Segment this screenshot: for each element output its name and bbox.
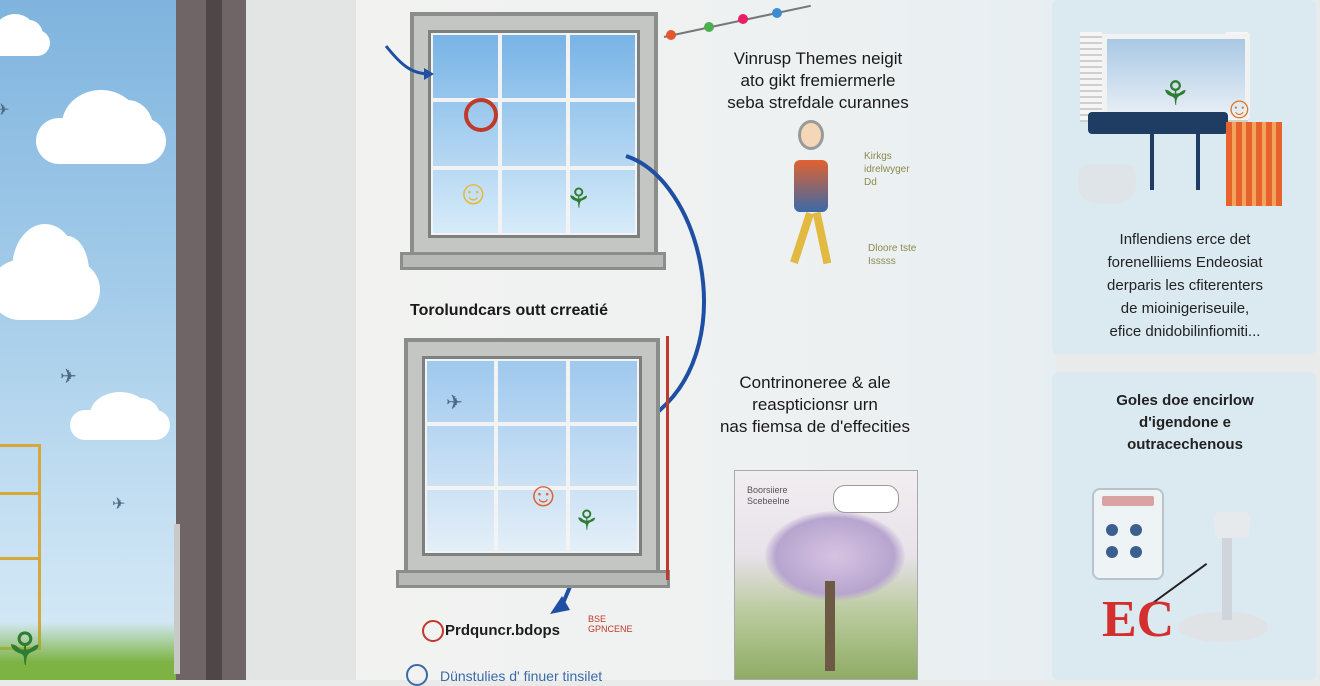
side-note-1: Kirkgs idrelwyger Dd bbox=[864, 150, 910, 189]
side-note-line: Isssss bbox=[868, 256, 896, 267]
plant-icon: ⚘ bbox=[1160, 75, 1191, 113]
device-button-icon bbox=[1106, 524, 1118, 536]
arrow-small-head bbox=[424, 68, 434, 80]
wall bbox=[246, 0, 356, 680]
speech-bubble-icon bbox=[833, 485, 899, 513]
daybed bbox=[1088, 112, 1228, 134]
bird-icon: ✈ bbox=[446, 392, 463, 414]
bird-icon: ✈ bbox=[112, 496, 126, 513]
woman-illustration bbox=[780, 120, 840, 270]
device-button-icon bbox=[1130, 546, 1142, 558]
device-display bbox=[1102, 496, 1154, 506]
cloud bbox=[0, 224, 100, 320]
ec-mark: EC bbox=[1102, 591, 1175, 648]
shutter-left bbox=[1080, 32, 1102, 122]
footer-badge-line: GPNCENE bbox=[588, 624, 633, 634]
plant-icon: ⚘ bbox=[574, 505, 600, 536]
bird-icon: ✈ bbox=[0, 102, 10, 119]
right-top-line: efice dnidobilinfiomiti... bbox=[1109, 323, 1261, 340]
control-device-icon bbox=[1092, 488, 1164, 580]
book-title-line: Boorsiiere bbox=[747, 485, 788, 495]
right-top-text: Inflendiens erce det forenelliiems Endeo… bbox=[1060, 228, 1310, 343]
cloud bbox=[36, 90, 166, 164]
garland-flag-icon bbox=[666, 30, 676, 40]
lamp-icon bbox=[1214, 512, 1250, 538]
footer-badge-line: BSE bbox=[588, 614, 607, 624]
target-icon bbox=[464, 98, 498, 132]
window-glass bbox=[428, 30, 640, 238]
arrow-head-icon bbox=[550, 596, 570, 614]
right-top-line: Inflendiens erce det bbox=[1119, 231, 1251, 248]
table-leg bbox=[1150, 134, 1154, 190]
lamp-neck bbox=[1222, 520, 1232, 620]
cloud bbox=[70, 392, 170, 440]
window-sill bbox=[400, 252, 666, 270]
footer-badge: BSE GPNCENE bbox=[588, 614, 633, 634]
heading-1-line: Vinrusp Themes neigit bbox=[733, 49, 903, 68]
heading-1: Vinrusp Themes neigit ato gikt fremierme… bbox=[690, 48, 946, 114]
arrow-small-path bbox=[384, 45, 431, 76]
heading-3: Contrinoneree & ale reaspticionsr urn na… bbox=[680, 372, 950, 438]
right-bottom-line: outracechenous bbox=[1127, 436, 1243, 453]
right-bottom-line: Goles doe encirlow bbox=[1116, 392, 1254, 409]
heading-1-line: ato gikt fremiermerle bbox=[740, 71, 896, 90]
scaffold-icon bbox=[0, 444, 41, 650]
right-top-line: de mioinigeriseuile, bbox=[1120, 300, 1250, 317]
cloud bbox=[0, 14, 50, 56]
side-note-line: Dloore tste bbox=[868, 243, 917, 254]
window-frame-shadow bbox=[206, 0, 222, 680]
footer-info-icon bbox=[406, 664, 428, 686]
woman-leg bbox=[812, 211, 832, 265]
red-measure-line bbox=[666, 336, 669, 580]
pole-icon bbox=[174, 524, 180, 674]
heading-3-line: Contrinoneree & ale bbox=[739, 373, 891, 392]
side-note-line: Dd bbox=[864, 177, 877, 188]
book-title: Boorsiiere Scebeelne bbox=[747, 485, 790, 507]
window-top bbox=[410, 12, 658, 256]
book-title-line: Scebeelne bbox=[747, 496, 790, 506]
footer-label: Prdquncr.bdops bbox=[445, 622, 561, 639]
woman-head-icon bbox=[798, 120, 824, 150]
window-bottom bbox=[404, 338, 660, 574]
side-note-2: Dloore tste Isssss bbox=[868, 242, 916, 268]
child-figure-icon: ☺ bbox=[526, 476, 561, 514]
book-illustration: Boorsiiere Scebeelne bbox=[734, 470, 918, 680]
device-button-icon bbox=[1106, 546, 1118, 558]
woman-leg bbox=[790, 212, 814, 264]
right-top-line: forenelliiems Endeosiat bbox=[1107, 254, 1263, 271]
heading-3-line: reaspticionsr urn bbox=[752, 395, 878, 414]
palm-icon: ⚘ bbox=[4, 623, 46, 675]
bird-icon: ✈ bbox=[60, 366, 77, 388]
footer-bottom-text: Dünstulies d' finuer tinsilet bbox=[440, 668, 603, 684]
arrow-small-icon bbox=[384, 45, 434, 80]
right-top-line: derparis les cfiterenters bbox=[1107, 277, 1263, 294]
window-glass bbox=[422, 356, 642, 556]
garland-flag-icon bbox=[772, 8, 782, 18]
right-bottom-line: d'igendone e bbox=[1139, 414, 1231, 431]
window-sill bbox=[396, 570, 670, 588]
garland-flag-icon bbox=[738, 14, 748, 24]
heading-2: Torolundcars outt crreatié bbox=[410, 302, 608, 319]
heading-1-line: seba strefdale curannes bbox=[727, 93, 909, 112]
side-note-line: Kirkgs bbox=[864, 151, 892, 162]
right-bottom-text: Goles doe encirlow d'igendone e outracec… bbox=[1060, 390, 1310, 456]
person-icon: ☺ bbox=[1224, 92, 1255, 125]
footer-cycle-icon bbox=[422, 620, 444, 642]
grass bbox=[0, 622, 176, 680]
sky-scene: ✈ ✈ ✈ ⚘ bbox=[0, 0, 176, 680]
woman-dress bbox=[794, 160, 828, 212]
side-note-line: idrelwyger bbox=[864, 164, 910, 175]
plant-icon: ⚘ bbox=[566, 183, 592, 214]
stool-icon bbox=[1078, 164, 1136, 204]
garland-flag-icon bbox=[704, 22, 714, 32]
tree-trunk bbox=[825, 581, 835, 671]
device-button-icon bbox=[1130, 524, 1142, 536]
child-figure-icon: ☺ bbox=[456, 174, 491, 212]
tree-icon bbox=[765, 511, 905, 601]
curtain bbox=[1226, 122, 1282, 206]
table-leg bbox=[1196, 134, 1200, 190]
heading-3-line: nas fiemsa de d'effecities bbox=[719, 417, 911, 436]
